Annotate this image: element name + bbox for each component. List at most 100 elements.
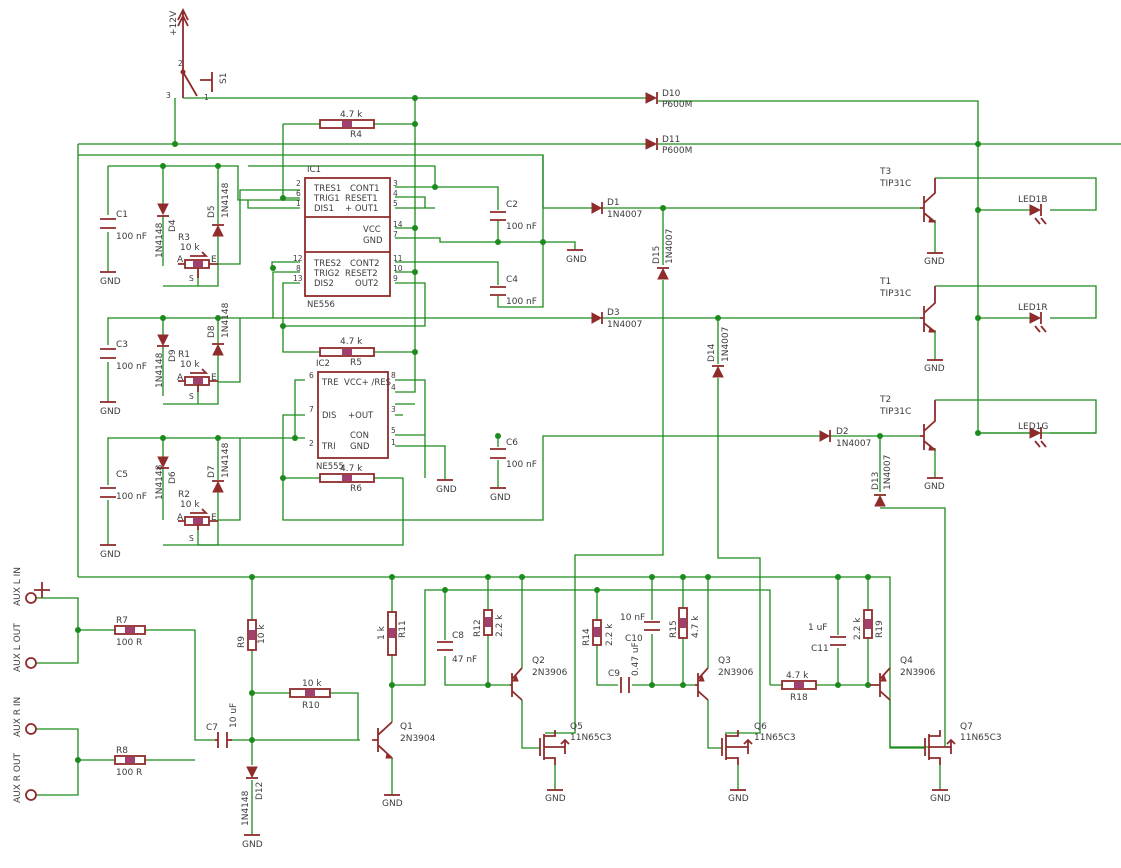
- diode-name: D9: [168, 349, 178, 362]
- junction: [249, 574, 255, 580]
- led-name: LED1B: [1018, 195, 1048, 205]
- pot-pin-s: S: [189, 392, 194, 401]
- diode-value: 1N4007: [607, 210, 642, 220]
- diode-name: D13: [871, 472, 881, 490]
- resistor-r10: 10 k R10: [289, 679, 331, 711]
- ic-pin-number: 4: [391, 383, 396, 392]
- cap-value: 100 nF: [506, 297, 537, 307]
- ic1: IC1 NE556 TRES1 TRIG1 DIS1 CONT1 RESET1 …: [293, 165, 403, 310]
- cap-value: 1 uF: [808, 623, 827, 633]
- ic-pin-label: CONT1: [350, 184, 380, 194]
- transistor-name: Q6: [754, 722, 767, 732]
- pot-name: R1: [178, 350, 190, 360]
- junction: [270, 265, 276, 271]
- diode-name: D8: [207, 325, 217, 338]
- ic-pin-number: 2: [309, 439, 314, 448]
- wire-ic1-right-bot: [282, 271, 426, 353]
- cap-name: C11: [811, 644, 829, 654]
- junction: [485, 682, 491, 688]
- resistor-r7: R7 100 R: [114, 616, 146, 648]
- ic-pin-number: 3: [393, 179, 398, 188]
- resistor-name: R12: [473, 619, 483, 637]
- resistor-r5: 4.7 k R5: [319, 337, 375, 368]
- wires: [35, 97, 1121, 835]
- jack-aux-l-in[interactable]: [25, 592, 37, 604]
- resistor-value: 4.7 k: [786, 671, 809, 681]
- ic-pin-number: 12: [293, 254, 303, 263]
- ic-pin-label: TRIG2: [313, 269, 340, 279]
- jack-label: AUX L IN: [13, 567, 23, 606]
- diode-value: 1N4007: [721, 327, 731, 362]
- ic-pin-label: CON: [350, 431, 369, 441]
- resistor-name: R7: [116, 616, 128, 626]
- resistor-r9: R9 10 k: [237, 619, 267, 651]
- ic-pin-label: RESET2: [345, 269, 378, 279]
- resistor-name: R6: [350, 484, 362, 494]
- ic-pin-number: 8: [391, 371, 396, 380]
- ic-pin-label: TRIG1: [313, 194, 340, 204]
- jack-aux-l-out[interactable]: [25, 657, 37, 669]
- diode-value: 1N4148: [155, 464, 165, 500]
- ic-name: IC1: [307, 165, 321, 175]
- led-r: LED1R: [1018, 303, 1048, 333]
- cap-value: 47 nF: [452, 655, 477, 665]
- jack-aux-r-out[interactable]: [25, 789, 37, 801]
- transistor-name: T2: [879, 395, 891, 405]
- resistor-r4: 4.7 k R4: [319, 110, 375, 140]
- ic-name: IC2: [316, 359, 330, 369]
- wire-c1: [107, 165, 300, 272]
- diode-value: 1N4148: [241, 790, 251, 826]
- resistor-r15: R15 4.7 k: [669, 607, 701, 639]
- junction: [975, 141, 981, 147]
- pot-pin-a: A: [177, 373, 184, 383]
- transistor-name: Q1: [400, 722, 413, 732]
- junction: [715, 315, 721, 321]
- wire-c2: [435, 186, 499, 242]
- ic-pin-number: 5: [393, 199, 398, 208]
- wire-c3: [107, 261, 300, 402]
- junction: [172, 141, 178, 147]
- diode-d11: D11 P600M: [645, 135, 692, 156]
- mosfet-q7: Q7 11N65C3: [924, 722, 1002, 765]
- cap-value: 0.47 uF: [631, 642, 641, 676]
- wire-d4-d5: [162, 166, 300, 287]
- cap-name: C2: [506, 200, 518, 210]
- diode-value: 1N4148: [155, 352, 165, 388]
- diode-name: D4: [168, 219, 178, 232]
- led-name: LED1G: [1018, 422, 1048, 432]
- diode-d4: D4 1N4148: [155, 203, 178, 258]
- ic-pin-label: +OUT: [348, 411, 374, 421]
- junction: [835, 574, 841, 580]
- gnd-label: GND: [382, 799, 403, 809]
- jack-aux-r-in[interactable]: [25, 723, 37, 735]
- resistor-name: R18: [790, 693, 808, 703]
- gnd-label: GND: [924, 482, 945, 492]
- resistor-r8: R8 100 R: [114, 746, 146, 778]
- wire-q3-out: [707, 577, 722, 749]
- diode-d15: D15 1N4007: [652, 229, 675, 280]
- pot-pin-e: E: [211, 373, 217, 383]
- junction: [249, 690, 255, 696]
- junction: [495, 239, 501, 245]
- diode-d6: D6 1N4148: [155, 456, 178, 500]
- ic-pin-label: TRE: [321, 378, 338, 388]
- wire-q1-base: [232, 577, 360, 835]
- resistor-name: R10: [302, 701, 320, 711]
- diode-value: 1N4007: [665, 229, 675, 264]
- pot-pin-a: A: [177, 255, 184, 265]
- junction: [215, 163, 221, 169]
- jack-label: AUX R OUT: [13, 752, 23, 803]
- diode-name: D10: [662, 89, 681, 99]
- junction: [412, 225, 418, 231]
- transistor-value: TIP31C: [879, 179, 911, 189]
- diode-value: 1N4148: [221, 182, 231, 218]
- resistor-r19: 2.2 k R19: [853, 609, 885, 640]
- junction: [865, 682, 871, 688]
- cap-value: 100 nF: [116, 362, 147, 372]
- switch-name: S1: [219, 73, 229, 84]
- ic2: IC2 NE555 TRE DIS TRI VCC+ /RES +OUT CON…: [309, 359, 396, 472]
- ic-pin-label: + OUT1: [345, 204, 378, 214]
- ic-pin-label: GND: [350, 442, 370, 452]
- ic-pin-label: DIS1: [314, 204, 334, 214]
- resistor-value: 2.2 k: [853, 617, 863, 640]
